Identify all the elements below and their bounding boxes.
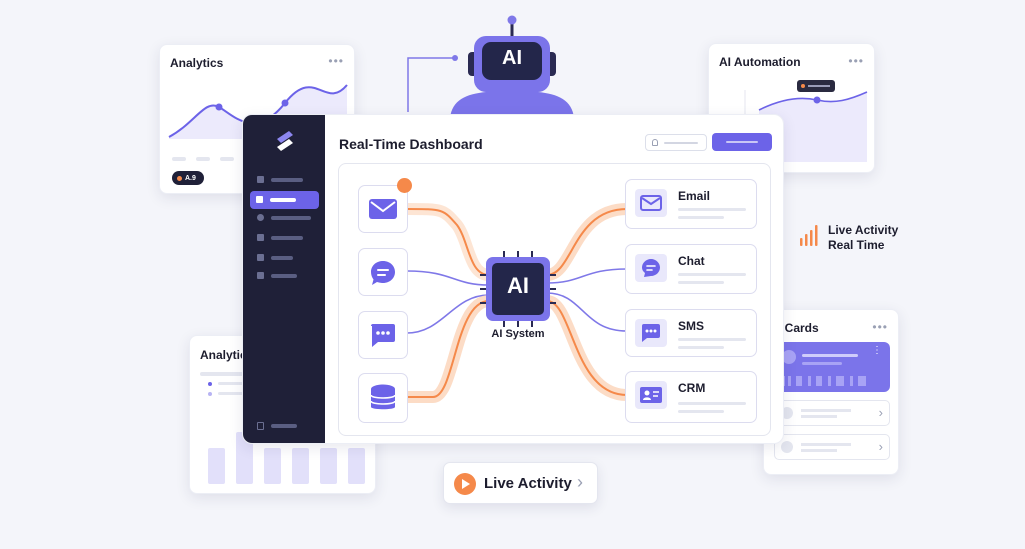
analytics-badge: A.9	[172, 171, 204, 185]
chat-icon	[371, 261, 395, 285]
bell-icon	[652, 139, 658, 146]
app-logo-icon	[277, 131, 293, 151]
ai-robot: AI	[446, 14, 578, 118]
source-email-box[interactable]	[358, 185, 408, 233]
card-list-item[interactable]: ›	[774, 400, 890, 426]
channel-chat-box[interactable]: Chat	[625, 244, 757, 294]
sidebar-item-logout[interactable]	[251, 419, 319, 433]
envelope-icon	[369, 199, 397, 219]
card-list-item[interactable]: ›	[774, 434, 890, 460]
real-time-label: Real Time	[828, 238, 885, 252]
play-icon	[454, 473, 476, 495]
more-options-icon[interactable]: •••	[872, 320, 888, 334]
reports-icon	[257, 272, 264, 279]
cards-card-title: l Cards	[778, 321, 819, 335]
chart-tooltip	[797, 80, 835, 92]
analytics-card-title: Analytics	[170, 56, 224, 70]
ai-automation-card-title: AI Automation	[719, 55, 801, 69]
home-icon	[257, 176, 264, 183]
flow-connectors	[401, 203, 633, 403]
users-icon	[257, 214, 264, 221]
chat-bubble-icon	[642, 259, 660, 277]
analytics-bar-chart	[208, 432, 365, 484]
notification-dot	[397, 178, 412, 193]
cards-card[interactable]: l Cards ••• ⋮ › ›	[763, 309, 899, 475]
database-icon	[370, 384, 396, 410]
sidebar	[243, 115, 325, 443]
more-vertical-icon[interactable]: ⋮	[872, 345, 882, 356]
search-field[interactable]	[645, 134, 707, 151]
source-database-box[interactable]	[358, 373, 408, 423]
signal-bars-icon	[800, 225, 818, 246]
highlighted-card-item[interactable]: ⋮	[774, 342, 890, 392]
live-activity-button-label: Live Activity	[484, 475, 572, 492]
sidebar-item-files[interactable]	[251, 251, 319, 265]
sms-icon	[642, 324, 660, 342]
sidebar-item-reports[interactable]	[251, 269, 319, 283]
robot-label: AI	[502, 47, 522, 69]
ai-chip-label: AI	[507, 273, 529, 298]
more-options-icon[interactable]: •••	[328, 54, 344, 68]
source-message-box[interactable]	[358, 311, 408, 359]
folder-icon	[257, 254, 264, 261]
logout-icon	[257, 422, 264, 430]
ai-system-caption: AI System	[491, 328, 545, 340]
ai-chip-pins	[480, 251, 556, 327]
source-chat-box[interactable]	[358, 248, 408, 296]
live-activity-label: Live Activity	[828, 223, 899, 237]
channel-sms-box[interactable]: SMS	[625, 309, 757, 357]
chevron-right-icon: ›	[577, 472, 583, 492]
status-dot-icon	[177, 175, 182, 181]
live-activity-button[interactable]: Live Activity ›	[443, 462, 598, 504]
crm-icon	[640, 387, 662, 403]
primary-action-button[interactable]	[712, 133, 772, 151]
email-icon	[640, 195, 662, 211]
chevron-right-icon[interactable]: ›	[878, 439, 883, 454]
more-options-icon[interactable]: •••	[848, 54, 864, 68]
analytics-card-2-title: Analytic	[200, 348, 247, 362]
sidebar-item-dashboard[interactable]	[250, 191, 319, 209]
dashboard-window: Real-Time Dashboard	[242, 114, 784, 444]
sidebar-item-users[interactable]	[251, 211, 319, 225]
sidebar-item-calendar[interactable]	[251, 231, 319, 245]
robot-illustration	[450, 15, 574, 118]
chevron-right-icon[interactable]: ›	[878, 405, 883, 420]
channel-email-box[interactable]: Email	[625, 179, 757, 229]
calendar-icon	[257, 234, 264, 241]
live-activity-indicator: Live Activity Real Time	[800, 221, 910, 255]
message-icon	[371, 324, 395, 347]
channel-crm-box[interactable]: CRM	[625, 371, 757, 423]
page-title: Real-Time Dashboard	[339, 136, 483, 152]
dashboard-icon	[256, 196, 263, 203]
sidebar-item-home[interactable]	[251, 173, 319, 187]
